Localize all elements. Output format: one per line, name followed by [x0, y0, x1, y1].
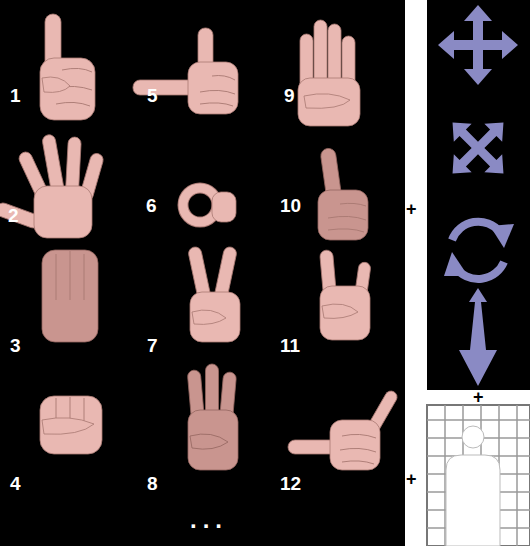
hand-three-fingers	[187, 364, 238, 470]
hand-flat	[42, 250, 98, 342]
hand-horns	[320, 250, 372, 340]
hand-l-shape	[133, 28, 238, 114]
plus-sign: +	[406, 200, 417, 218]
hand-thumb-up	[318, 147, 368, 240]
hand-open	[0, 134, 105, 238]
hand-four-fingers	[298, 20, 360, 126]
diagonal-arrows-symbol	[427, 97, 529, 199]
hand-call-sign	[288, 389, 399, 470]
callout-number: 2	[8, 206, 19, 225]
callout-number: 10	[280, 196, 301, 215]
hand-index-up	[40, 14, 95, 120]
ellipsis-mark: ...	[190, 508, 228, 532]
body-grid-panel	[427, 405, 530, 546]
hand-ok-circle	[183, 188, 236, 222]
move-arrows-symbol	[438, 5, 518, 85]
plus-sign: +	[406, 470, 417, 488]
callout-number: 6	[146, 196, 157, 215]
hand-v-sign	[187, 246, 240, 342]
callout-number: 12	[280, 474, 301, 493]
plus-sign: +	[473, 388, 484, 406]
rotate-arrows-symbol	[444, 222, 514, 279]
callout-number: 4	[10, 474, 21, 493]
callout-number: 11	[280, 336, 300, 355]
depth-arrow-symbol	[459, 288, 497, 386]
callout-number: 9	[284, 86, 295, 105]
callout-number: 5	[147, 86, 158, 105]
motion-panel	[427, 0, 530, 390]
callout-number: 8	[147, 474, 158, 493]
hand-fist	[40, 396, 102, 454]
callout-number: 1	[10, 86, 21, 105]
callout-number: 7	[147, 336, 158, 355]
callout-number: 3	[10, 336, 21, 355]
gesture-panel	[0, 0, 405, 546]
